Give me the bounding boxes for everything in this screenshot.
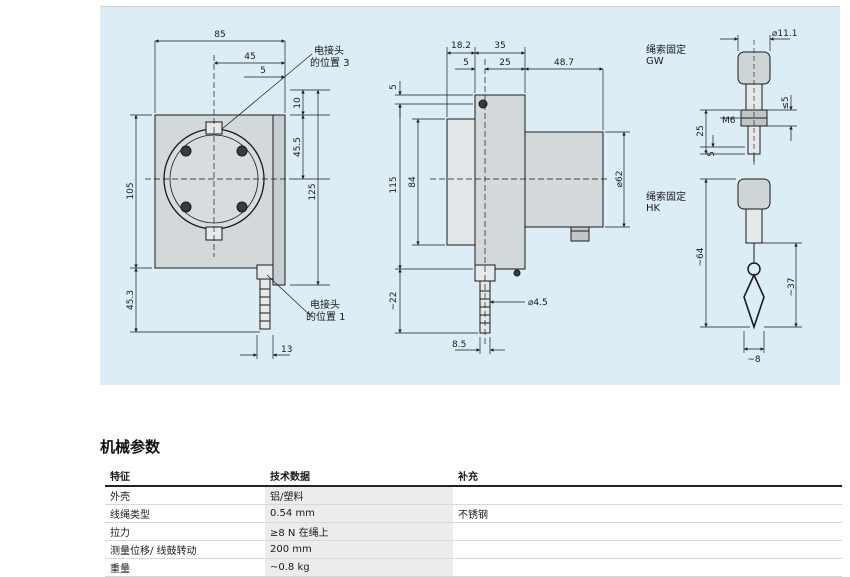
dim-5-gw: 5 [707,151,717,157]
note-gw-line1: 绳索固定 [646,43,686,56]
dim-d4-5: ⌀4.5 [528,298,548,308]
dim-45-5: 45.5 [293,137,303,157]
dim-le5: ≤5 [781,96,791,109]
note-connector-1-line2: 的位置 1 [306,310,346,323]
cell-data: 0.54 mm [265,504,453,523]
table-row: 拉力 ≥8 N 在绳上 [105,522,842,541]
cell-data: 200 mm [265,540,453,559]
table-row: 外壳 铝/塑料 [105,486,842,505]
dim-5-top: 5 [260,66,266,76]
dim-m6: M6 [722,116,736,126]
cell-data: ≥8 N 在绳上 [265,522,453,541]
dim-45: 45 [244,52,255,62]
note-hk-line2: HK [646,203,661,214]
front-view-dimensions [130,39,330,359]
cell-feature: 重量 [105,558,265,577]
table-row: 重量 ~0.8 kg [105,558,842,577]
dim-22: ~22 [389,292,399,311]
side-view-dimensions [395,47,630,354]
cell-note: 不锈钢 [453,504,842,523]
dim-25-gw: 25 [696,125,706,136]
dim-13: 13 [281,345,292,355]
note-connector-3-line2: 的位置 3 [310,56,350,69]
header-technical-data: 技术数据 [265,466,453,487]
cell-data: ~0.8 kg [265,558,453,577]
note-connector-1-line1: 电接头 [310,298,340,311]
dim-64: ~64 [696,247,706,266]
dim-5-vertical: 5 [389,84,399,90]
cell-feature: 测量位移/ 线鼓转动 [105,540,265,559]
table-row: 测量位移/ 线鼓转动 200 mm [105,540,842,559]
rope-fixing-dimensions [700,35,802,353]
rope-fixing-hk [737,178,771,330]
technical-drawing: 85 45 5 10 45.5 125 105 45.3 13 电接头 的位置 … [100,7,840,385]
note-connector-3-line1: 电接头 [314,44,344,57]
dim-25: 25 [499,58,510,68]
dim-d11-1: ⌀11.1 [772,29,797,39]
rope-fixing-gw [737,40,771,167]
dim-125: 125 [308,183,318,200]
dim-10: 10 [293,97,303,109]
dim-8: ~8 [747,355,761,365]
header-feature: 特征 [105,466,265,487]
dim-37: ~37 [787,278,797,297]
dim-35: 35 [494,41,505,51]
cell-note [453,486,842,505]
front-view [145,55,290,330]
note-gw-line2: GW [646,56,664,67]
cell-note [453,522,842,541]
cell-feature: 拉力 [105,522,265,541]
table-header-row: 特征 技术数据 补充 [105,466,842,487]
cell-feature: 线绳类型 [105,504,265,523]
dim-48-7: 48.7 [554,58,574,68]
dim-45-3: 45.3 [126,290,136,310]
dim-85: 85 [214,30,225,40]
header-note: 补充 [453,466,842,487]
section-title: 机械参数 [100,438,161,456]
cell-data: 铝/塑料 [265,486,453,505]
dim-84: 84 [408,176,418,188]
dim-105: 105 [126,182,136,199]
side-view [430,59,610,347]
top-rule [100,6,840,7]
dim-d62: ⌀62 [615,171,625,188]
dim-8-5: 8.5 [452,340,466,350]
table-row: 线绳类型 0.54 mm 不锈钢 [105,504,842,523]
mechanical-parameters-table: 特征 技术数据 补充 外壳 铝/塑料 线绳类型 0.54 mm 不锈钢 拉力 ≥… [105,466,842,577]
dim-5-side: 5 [463,58,469,68]
note-hk-line1: 绳索固定 [646,190,686,203]
cell-note [453,558,842,577]
dim-18-2: 18.2 [451,41,471,51]
cell-note [453,540,842,559]
cell-feature: 外壳 [105,486,265,505]
dim-115: 115 [389,176,399,193]
